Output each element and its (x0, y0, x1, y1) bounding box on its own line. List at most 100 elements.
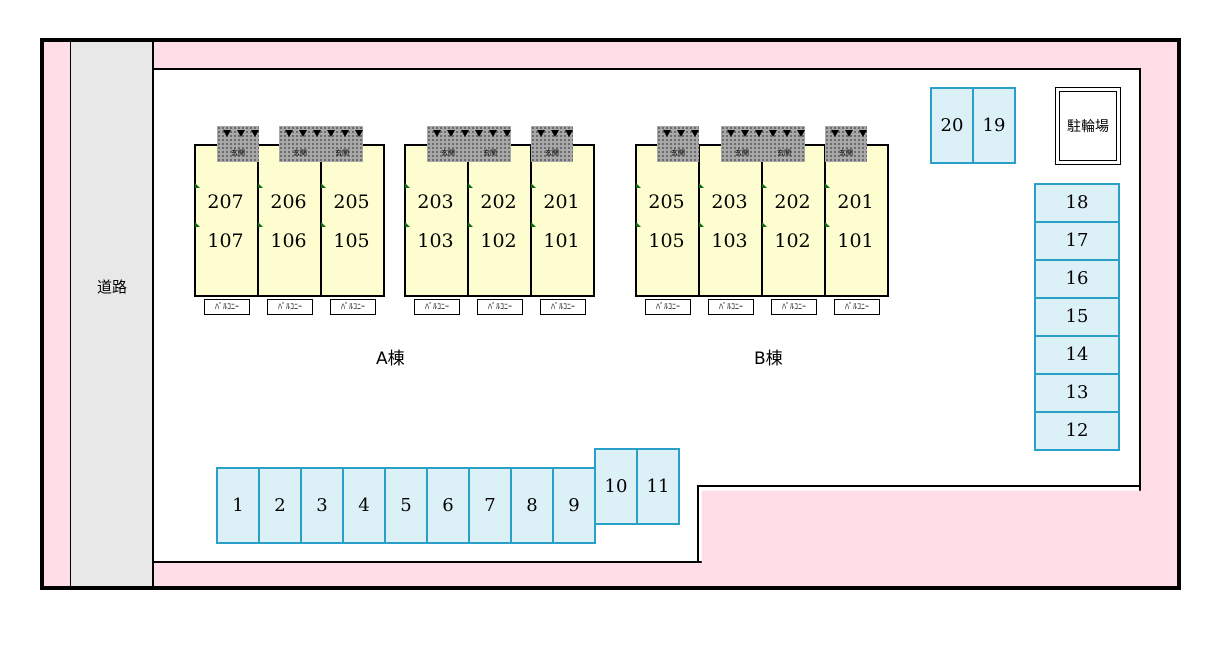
building-a-section (194, 144, 385, 297)
entrance-label: 玄関 (441, 149, 455, 157)
unit-number: 202 (480, 191, 517, 213)
entry-arrow-icon (503, 130, 511, 137)
unit-divider (530, 144, 532, 297)
parking-space: 2 (258, 467, 302, 544)
unit-divider (467, 144, 469, 297)
parking-space: 17 (1034, 221, 1120, 261)
entry-arrow-icon (565, 130, 573, 137)
entry-marker (405, 183, 410, 188)
road-label: 道路 (96, 278, 127, 296)
entrance-label: 玄関 (335, 149, 349, 157)
entry-arrow-icon (859, 130, 867, 137)
entry-arrow-icon (663, 130, 671, 137)
unit-number: 205 (648, 191, 685, 213)
entrance-hatch (279, 126, 363, 162)
unit-divider (257, 144, 259, 297)
unit-number: 203 (417, 191, 454, 213)
building-a-section (404, 144, 595, 297)
balcony: ﾊﾞﾙｺﾆｰ (771, 299, 817, 315)
parking-space: 8 (510, 467, 554, 544)
entry-arrow-icon (313, 130, 321, 137)
unit-number: 103 (711, 230, 748, 252)
parking-space: 7 (468, 467, 512, 544)
entrance-label: 玄関 (483, 149, 497, 157)
parking-space: 1 (216, 467, 260, 544)
entry-marker (762, 183, 767, 188)
unit-number: 206 (270, 191, 307, 213)
parking-space: 6 (426, 467, 470, 544)
entrance-hatch (427, 126, 511, 162)
entry-marker (405, 222, 410, 227)
entry-arrow-icon (299, 130, 307, 137)
entrance-label: 玄関 (231, 149, 245, 157)
unit-divider (761, 144, 763, 297)
entrance-label: 玄関 (777, 149, 791, 157)
entry-marker (636, 222, 641, 227)
entry-marker (825, 222, 830, 227)
entry-arrow-icon (237, 130, 245, 137)
unit-number: 102 (774, 230, 811, 252)
parking-space: 13 (1034, 373, 1120, 413)
entry-marker (468, 183, 473, 188)
unit-number: 207 (207, 191, 244, 213)
unit-number: 106 (270, 230, 307, 252)
entry-arrow-icon (797, 130, 805, 137)
entry-marker (531, 222, 536, 227)
road (70, 42, 154, 586)
entrance-label: 玄関 (545, 149, 559, 157)
balcony: ﾊﾞﾙｺﾆｰ (414, 299, 460, 315)
bike-parking-label: 駐輪場 (1059, 91, 1117, 161)
parking-space: 20 (930, 87, 974, 164)
parking-space: 4 (342, 467, 386, 544)
entry-arrow-icon (341, 130, 349, 137)
entry-arrow-icon (783, 130, 791, 137)
entry-arrow-icon (551, 130, 559, 137)
entry-arrow-icon (755, 130, 763, 137)
balcony: ﾊﾞﾙｺﾆｰ (267, 299, 313, 315)
entry-marker (321, 183, 326, 188)
balcony: ﾊﾞﾙｺﾆｰ (540, 299, 586, 315)
parking-space: 14 (1034, 335, 1120, 375)
unit-number: 201 (837, 191, 874, 213)
entrance-label: 玄関 (735, 149, 749, 157)
balcony: ﾊﾞﾙｺﾆｰ (477, 299, 523, 315)
lot-edge (697, 485, 699, 563)
unit-number: 101 (837, 230, 874, 252)
unit-number: 105 (333, 230, 370, 252)
parking-space: 12 (1034, 411, 1120, 451)
entry-arrow-icon (223, 130, 231, 137)
entry-arrow-icon (831, 130, 839, 137)
entry-marker (699, 222, 704, 227)
lot-edge (698, 485, 1141, 487)
entry-arrow-icon (475, 130, 483, 137)
entry-marker (195, 183, 200, 188)
entry-marker (531, 183, 536, 188)
entry-arrow-icon (447, 130, 455, 137)
entrance-label: 玄関 (839, 149, 853, 157)
entry-marker (258, 222, 263, 227)
entry-arrow-icon (285, 130, 293, 137)
unit-number: 103 (417, 230, 454, 252)
entry-arrow-icon (251, 130, 259, 137)
entry-marker (636, 183, 641, 188)
unit-number: 102 (480, 230, 517, 252)
entry-marker (195, 222, 200, 227)
entry-marker (321, 222, 326, 227)
unit-number: 205 (333, 191, 370, 213)
entry-arrow-icon (691, 130, 699, 137)
building-label: B棟 (754, 349, 783, 369)
entry-arrow-icon (741, 130, 749, 137)
entrance-label: 玄関 (671, 149, 685, 157)
balcony: ﾊﾞﾙｺﾆｰ (645, 299, 691, 315)
unit-divider (320, 144, 322, 297)
parking-space: 19 (972, 87, 1016, 164)
entrance-label: 玄関 (293, 149, 307, 157)
entry-arrow-icon (489, 130, 497, 137)
entry-arrow-icon (727, 130, 735, 137)
lot-edge (154, 68, 1141, 70)
entry-arrow-icon (537, 130, 545, 137)
building-label: A棟 (376, 349, 405, 369)
entry-arrow-icon (327, 130, 335, 137)
entry-arrow-icon (845, 130, 853, 137)
entry-arrow-icon (433, 130, 441, 137)
